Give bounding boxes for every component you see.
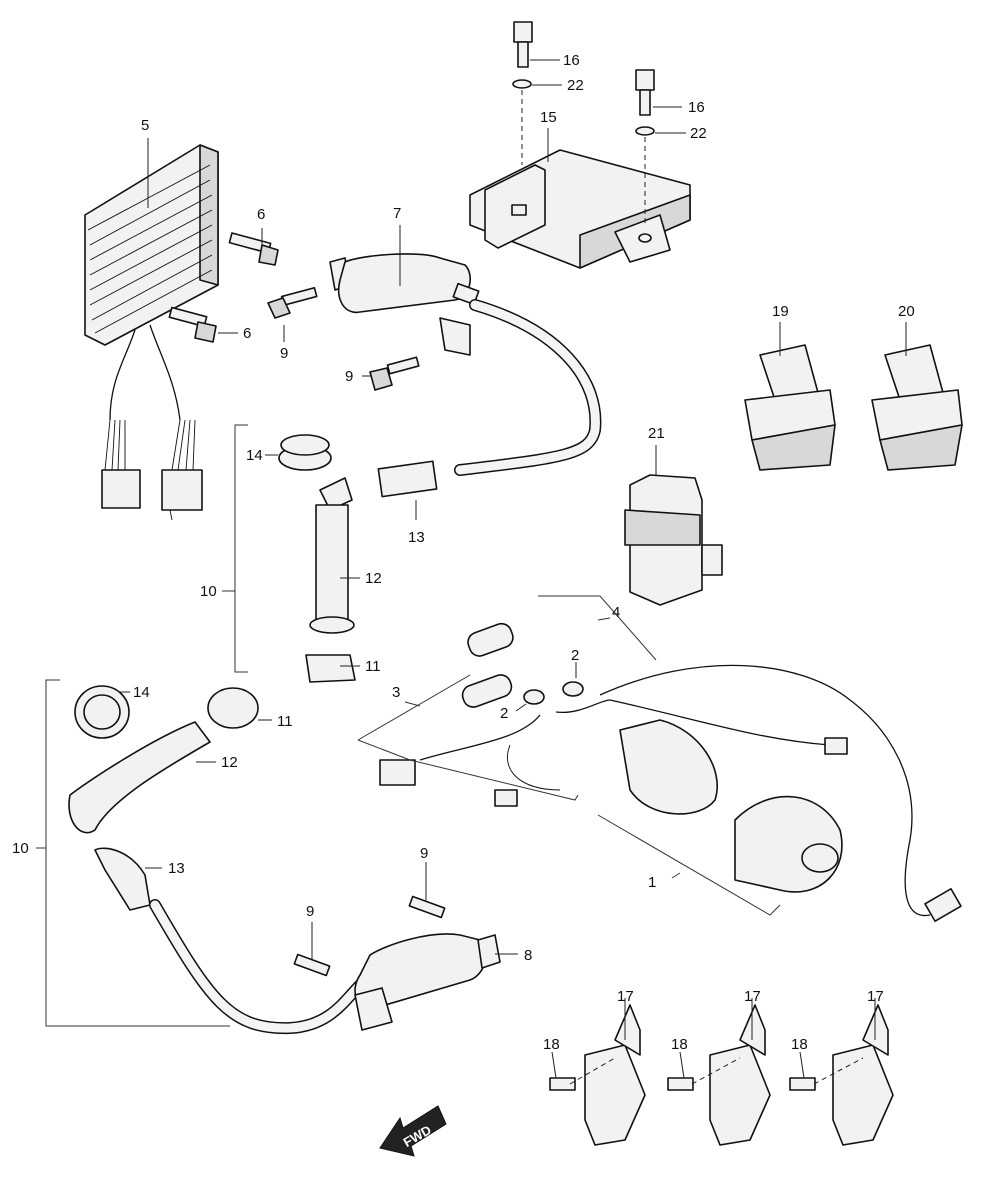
callout-16-left: 16	[563, 52, 580, 69]
bolt-16-left	[512, 21, 533, 165]
relay-17-a	[549, 1004, 646, 1146]
callout-8: 8	[524, 947, 532, 964]
callout-11-lower: 11	[277, 713, 293, 730]
callout-14-upper: 14	[246, 447, 263, 464]
callout-13-lower: 13	[168, 860, 185, 877]
callout-18-b: 18	[671, 1036, 688, 1053]
callout-12-lower: 12	[221, 754, 238, 771]
callout-3: 3	[392, 684, 400, 701]
callout-9-lower-b: 9	[420, 845, 428, 862]
ignition-coil-upper	[329, 253, 480, 356]
regulator-rectifier	[84, 144, 219, 521]
callout-20: 20	[898, 303, 915, 320]
callout-18-c: 18	[791, 1036, 808, 1053]
bolt-9-upper-a	[267, 286, 318, 319]
bolt-9-upper-b	[369, 356, 420, 391]
callout-9-upper-a: 9	[280, 345, 288, 362]
callout-7: 7	[393, 205, 401, 222]
callout-6-lower: 6	[243, 325, 251, 342]
callout-16-right: 16	[688, 99, 705, 116]
callout-12-upper: 12	[365, 570, 382, 587]
callout-2-left: 2	[500, 705, 508, 722]
callout-22-right: 22	[690, 125, 707, 142]
callout-1: 1	[648, 874, 656, 891]
callout-17-a: 17	[617, 988, 634, 1005]
forward-direction-arrow: FWD	[379, 1105, 447, 1157]
callout-5: 5	[141, 117, 149, 134]
callout-15: 15	[540, 109, 557, 126]
callout-18-a: 18	[543, 1036, 560, 1053]
callout-17-c: 17	[867, 988, 884, 1005]
callout-6-upper: 6	[257, 206, 265, 223]
ignition-coil-lower	[293, 895, 501, 1031]
callout-11-upper: 11	[365, 658, 381, 675]
callout-2-right: 2	[571, 647, 579, 664]
relay-20	[871, 344, 963, 471]
leader-lines	[120, 59, 907, 1085]
plug-cap-kit-lower	[68, 685, 259, 911]
callout-22-left: 22	[567, 77, 584, 94]
callout-4: 4	[612, 604, 620, 621]
starter-relay-assembly	[379, 622, 962, 922]
callout-19: 19	[772, 303, 789, 320]
callout-14-lower: 14	[133, 684, 150, 701]
callout-9-upper-b: 9	[345, 368, 353, 385]
callout-10-lower: 10	[12, 840, 29, 857]
callout-9-lower-a: 9	[306, 903, 314, 920]
bracket-lines	[36, 424, 781, 1027]
callout-labels: 5 6 6 7 9 9 16 22 16 22 15 19 20 21 14 1…	[12, 52, 915, 1053]
bolt-6-upper	[228, 232, 279, 266]
callout-17-b: 17	[744, 988, 761, 1005]
bolt-16-right	[635, 69, 655, 225]
callout-13-upper: 13	[408, 529, 425, 546]
plug-cap-kit-upper	[278, 434, 438, 683]
bolt-6-lower	[168, 306, 217, 343]
callout-21: 21	[648, 425, 665, 442]
relay-box-21	[624, 474, 723, 606]
relay-19	[744, 344, 836, 471]
callout-10-upper: 10	[200, 583, 217, 600]
relay-17-c	[789, 1004, 894, 1146]
cdi-unit	[469, 149, 691, 269]
